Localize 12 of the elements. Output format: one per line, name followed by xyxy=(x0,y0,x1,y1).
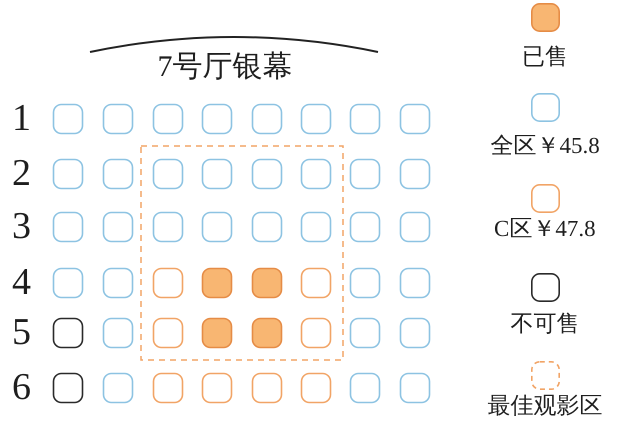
legend-label: 已售 xyxy=(522,45,568,68)
row-number: 6 xyxy=(12,368,31,406)
row-number: 4 xyxy=(12,263,31,301)
legend-label: C区￥47.8 xyxy=(494,217,596,240)
row-number: 3 xyxy=(12,207,31,245)
legend-label: 最佳观影区 xyxy=(488,394,602,417)
legend-label: 全区￥45.8 xyxy=(490,134,600,157)
legend-label: 不可售 xyxy=(510,312,580,335)
screen-label: 7号厅银幕 xyxy=(158,52,292,82)
row-number: 1 xyxy=(12,99,31,137)
row-number: 2 xyxy=(12,154,31,192)
row-number: 5 xyxy=(12,313,31,351)
